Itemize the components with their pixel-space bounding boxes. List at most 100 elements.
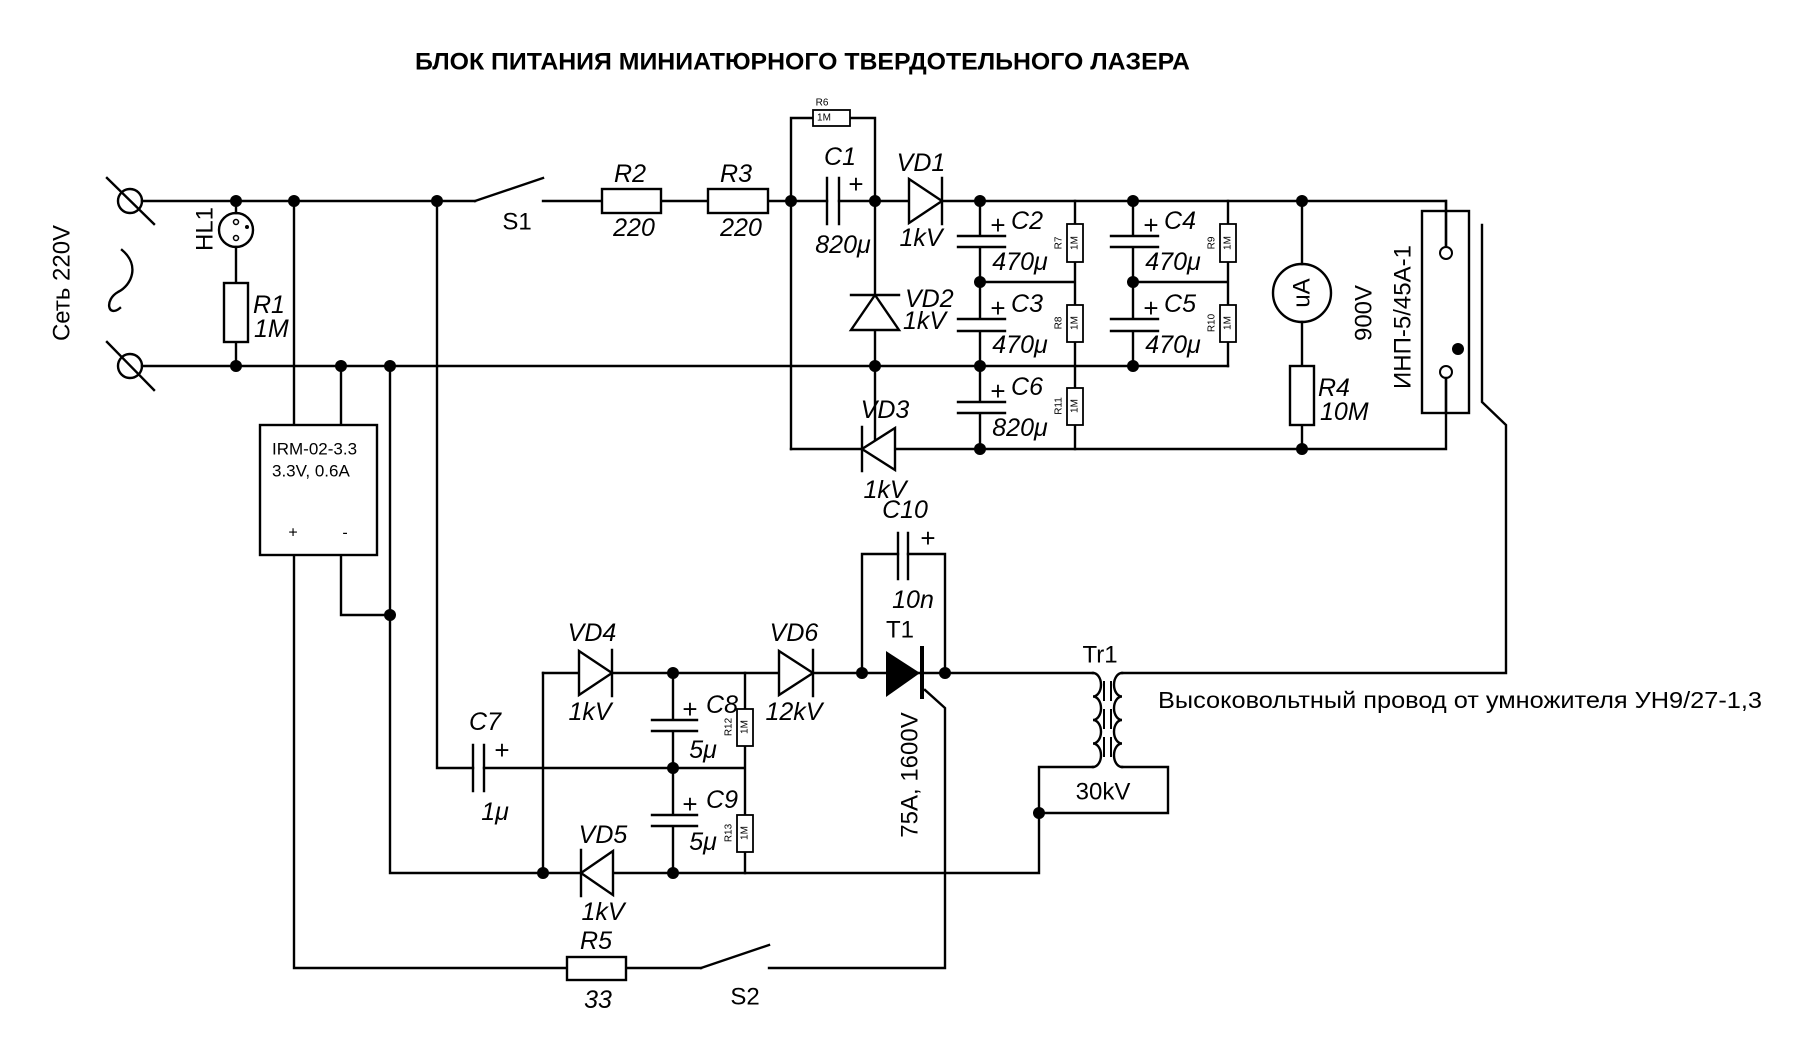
t1-ref: T1 <box>886 617 914 644</box>
vd3-ref: VD3 <box>861 396 910 424</box>
capacitor-c4: + C4 470μ <box>1109 207 1201 276</box>
thyristor-t1: T1 75A, 1600V <box>886 617 924 838</box>
plus-sign: + <box>990 210 1005 240</box>
resistor-r9: R9 1M <box>1207 223 1237 263</box>
r12-ref: R12 <box>724 717 735 736</box>
switch-s1: S1 <box>473 176 545 236</box>
resistor-r3: R3 220 <box>706 160 770 242</box>
r2-ref: R2 <box>614 160 646 188</box>
hl1-label: HL1 <box>192 207 219 251</box>
diode-vd1: VD1 1kV <box>897 149 946 252</box>
vd1-ref: VD1 <box>897 149 946 177</box>
diode-vd4: VD4 1kV <box>568 619 617 726</box>
vd3-value: 1kV <box>863 476 908 504</box>
c8-value: 5μ <box>689 736 717 764</box>
diode-icon <box>859 425 897 473</box>
core-icon <box>1103 681 1112 757</box>
diode-icon <box>907 176 945 226</box>
resistor-r2: R2 220 <box>600 160 663 242</box>
r1-value: 1M <box>254 315 289 343</box>
switch-icon <box>473 176 545 203</box>
r8-ref: R8 <box>1054 316 1065 329</box>
diode-vd5: VD5 1kV <box>579 821 628 926</box>
mains-input: Сеть 220V <box>49 176 156 392</box>
c9-value: 5μ <box>689 828 717 856</box>
r8-value: 1M <box>1070 316 1081 330</box>
s2-label: S2 <box>730 984 759 1011</box>
switch-icon <box>699 943 771 970</box>
resistor-r5: R5 33 <box>565 927 628 1014</box>
tr1-value: 30kV <box>1076 779 1131 806</box>
vd4-value: 1kV <box>568 698 613 726</box>
neon-lamp-icon <box>217 211 255 249</box>
capacitor-c1: + C1 820μ <box>815 143 871 259</box>
vd2-ref: VD2 <box>905 285 954 313</box>
diode-icon <box>848 292 902 332</box>
psu-minus: - <box>342 525 347 542</box>
plus-sign: + <box>682 694 697 724</box>
lamp-voltage: 900V <box>1351 285 1378 341</box>
resistor-r11: R11 1M <box>1054 387 1084 426</box>
c2-ref: C2 <box>1011 207 1043 235</box>
c4-ref: C4 <box>1164 207 1196 235</box>
resistor-icon <box>222 281 250 344</box>
r9-value: 1M <box>1223 236 1234 250</box>
r3-ref: R3 <box>720 160 752 188</box>
meter-icon <box>1271 262 1333 324</box>
hv-wire-note: Высоковольтный провод от умножителя УН9/… <box>1158 687 1762 713</box>
c10-ref: C10 <box>882 496 928 524</box>
c6-ref: C6 <box>1011 373 1043 401</box>
r1-ref: R1 <box>253 291 285 319</box>
capacitor-c6: + C6 820μ <box>956 373 1048 442</box>
c6-value: 820μ <box>992 414 1048 442</box>
flash-lamp: 900V ИНП-5/45А-1 <box>1351 199 1471 415</box>
vd5-value: 1kV <box>581 898 626 926</box>
resistor-r8: R8 1M <box>1054 304 1084 343</box>
resistor-r6: R6 1M <box>812 98 851 127</box>
plus-sign: + <box>1143 210 1158 240</box>
plus-sign: + <box>990 376 1005 406</box>
resistor-r12: R12 1M <box>724 708 754 747</box>
capacitor-c8: + C8 5μ <box>650 691 738 764</box>
r5-ref: R5 <box>580 927 612 955</box>
diode-vd6: VD6 12kV <box>766 619 825 726</box>
r12-value: 1M <box>740 720 751 734</box>
psu-rating: 3.3V, 0.6A <box>272 462 350 481</box>
psu-plus: + <box>288 525 297 542</box>
r13-value: 1M <box>740 826 751 840</box>
r3-value: 220 <box>719 214 762 242</box>
r9-ref: R9 <box>1207 236 1218 249</box>
diode-vd3: VD3 1kV <box>859 396 910 504</box>
capacitor-c9: + C9 5μ <box>650 786 738 856</box>
r4-ref: R4 <box>1318 374 1350 402</box>
t1-value: 75A, 1600V <box>897 712 924 837</box>
capacitor-c7: + C7 1μ <box>469 708 510 826</box>
secondary-winding-icon <box>1112 671 1124 769</box>
plus-sign: + <box>1143 293 1158 323</box>
capacitor-c5: + C5 470μ <box>1109 290 1201 359</box>
capacitor-c10: + C10 10n <box>882 496 936 614</box>
c10-value: 10n <box>892 586 934 614</box>
vd5-ref: VD5 <box>579 821 628 849</box>
plus-sign: + <box>920 523 935 553</box>
r11-value: 1M <box>1070 399 1081 413</box>
microammeter: uA <box>1271 262 1333 324</box>
c1-ref: C1 <box>824 143 856 171</box>
plus-sign: + <box>848 169 863 199</box>
schematic-title: БЛОК ПИТАНИЯ МИНИАТЮРНОГО ТВЕРДОТЕЛЬНОГО… <box>415 49 1190 76</box>
c2-value: 470μ <box>992 248 1048 276</box>
resistor-r7: R7 1M <box>1054 223 1084 263</box>
r2-value: 220 <box>612 214 655 242</box>
vd6-ref: VD6 <box>770 619 819 647</box>
c9-ref: C9 <box>706 786 738 814</box>
r6-value: 1M <box>817 113 831 124</box>
plus-sign: + <box>682 789 697 819</box>
primary-winding-icon <box>1091 671 1103 769</box>
mains-label: Сеть 220V <box>49 225 76 341</box>
r7-value: 1M <box>1070 236 1081 250</box>
r6-ref: R6 <box>816 98 829 109</box>
resistor-r13: R13 1M <box>724 814 754 853</box>
psu-module-irm: IRM-02-3.3 3.3V, 0.6A + - <box>258 423 379 557</box>
psu-model: IRM-02-3.3 <box>272 440 357 459</box>
